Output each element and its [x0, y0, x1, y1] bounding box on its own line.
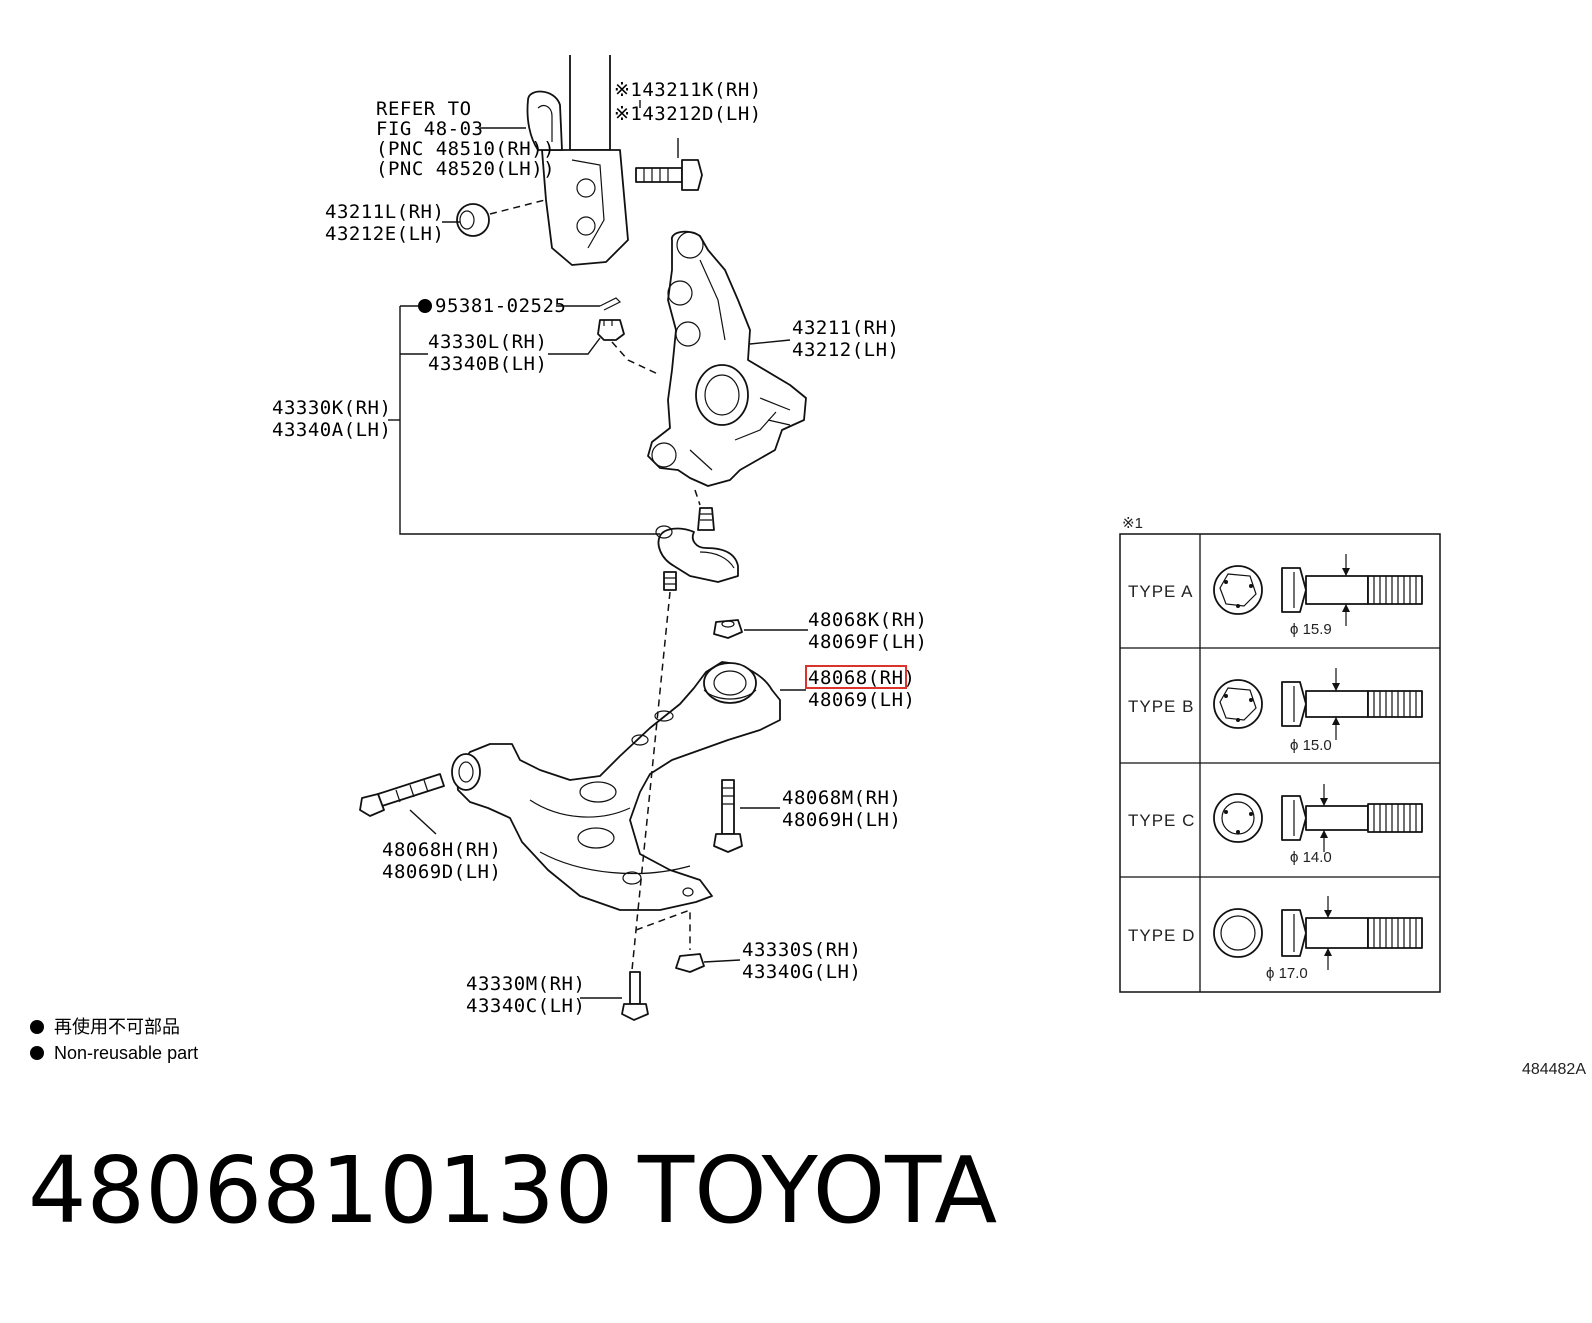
callout-bolt-lh: ※143212D(LH): [614, 103, 762, 125]
highlight-box: [805, 665, 907, 689]
callout-arm-bolt-v-rh: 48068M(RH): [782, 787, 901, 809]
callout-arm-bolt-h-rh: 48068H(RH): [382, 839, 501, 861]
table-row-type-c: TYPE C ϕ 14.0: [1128, 784, 1423, 866]
callout-nut-rh: 43211L(RH): [325, 201, 444, 223]
callout-knuckle-lh: 43212(LH): [792, 339, 899, 361]
type-a-label: TYPE A: [1128, 582, 1194, 601]
steering-knuckle: [647, 230, 807, 487]
strut-nut: [456, 199, 546, 237]
ball-joint: [655, 507, 739, 591]
callout-bolt-rh: ※143211K(RH): [614, 79, 762, 101]
strut-assembly: [526, 55, 629, 266]
lower-control-arm: [451, 661, 781, 911]
type-d-diameter: ϕ 17.0: [1266, 965, 1308, 982]
non-reusable-dot: [418, 299, 432, 313]
refer-line-4: (PNC 48520(LH)): [376, 158, 555, 180]
type-b-label: TYPE B: [1128, 697, 1194, 716]
table-marker: ※1: [1122, 515, 1143, 532]
callout-knuckle-rh: 43211(RH): [792, 317, 899, 339]
callout-bj-nut-lh: 43340G(LH): [742, 961, 861, 983]
legend-dot-en: [30, 1046, 44, 1060]
callout-arm-rh: 48068(RH): [808, 667, 915, 689]
type-a-diameter: ϕ 15.9: [1290, 621, 1332, 638]
legend-dot-zh: [30, 1020, 44, 1034]
lower-arm-vertical-bolt: [713, 779, 743, 853]
callout-ball-joint-rh: 43330K(RH): [272, 397, 391, 419]
callout-nut-lh: 43212E(LH): [325, 223, 444, 245]
lower-arm-nut: [713, 619, 743, 639]
caption-brand: TOYOTA: [637, 1137, 997, 1244]
refer-block: REFER TO FIG 48-03 (PNC 48510(RH)) (PNC …: [376, 98, 555, 180]
lower-arm-horizontal-bolt: [359, 773, 445, 817]
assembly-dash-c: [694, 489, 701, 506]
caption-part-number: 4806810130: [28, 1137, 613, 1244]
castle-nut: [597, 319, 625, 341]
callout-arm-nut-lh: 48069F(LH): [808, 631, 927, 653]
ball-joint-nut-bottom: [675, 953, 705, 973]
type-c-diameter: ϕ 14.0: [1290, 849, 1332, 866]
callout-bj-nut-rh: 43330S(RH): [742, 939, 861, 961]
assembly-dash-b: [635, 908, 691, 950]
callout-castle-nut-rh: 43330L(RH): [428, 331, 547, 353]
callout-bj-bolt-lh: 43340C(LH): [466, 995, 585, 1017]
callout-arm-bolt-v-lh: 48069H(LH): [782, 809, 901, 831]
table-row-type-b: TYPE B ϕ 15.0: [1128, 668, 1423, 754]
castle-nut-dash: [611, 341, 661, 376]
callout-bj-bolt-rh: 43330M(RH): [466, 973, 585, 995]
leader-lines: [388, 100, 808, 999]
legend: 再使用不可部品 Non-reusable part: [30, 1017, 198, 1063]
refer-line-1: REFER TO: [376, 98, 472, 120]
callout-ball-joint-lh: 43340A(LH): [272, 419, 391, 441]
cotter-pin: [599, 297, 622, 311]
callout-arm-bolt-h-lh: 48069D(LH): [382, 861, 501, 883]
illustration-number: 484482A: [1522, 1061, 1586, 1078]
legend-en: Non-reusable part: [54, 1043, 198, 1063]
ball-joint-bolt-bottom: [621, 971, 649, 1021]
table-row-type-a: TYPE A ϕ 15.9: [1128, 554, 1423, 638]
table-row-type-d: TYPE D ϕ 17.0: [1128, 896, 1423, 982]
type-d-label: TYPE D: [1128, 926, 1195, 945]
callout-arm-nut-rh: 48068K(RH): [808, 609, 927, 631]
callout-cotter-pin: 95381-02525: [435, 295, 566, 317]
legend-zh: 再使用不可部品: [54, 1017, 180, 1037]
callout-arm-lh: 48069(LH): [808, 689, 915, 711]
strut-bolt: [635, 159, 703, 191]
callout-castle-nut-lh: 43340B(LH): [428, 353, 547, 375]
bolt-type-table: ※1 TYPE A ϕ 15.9 TYPE B: [1119, 515, 1441, 993]
refer-line-3: (PNC 48510(RH)): [376, 138, 555, 160]
refer-line-2: FIG 48-03: [376, 118, 483, 140]
type-b-diameter: ϕ 15.0: [1290, 737, 1332, 754]
type-c-label: TYPE C: [1128, 811, 1195, 830]
